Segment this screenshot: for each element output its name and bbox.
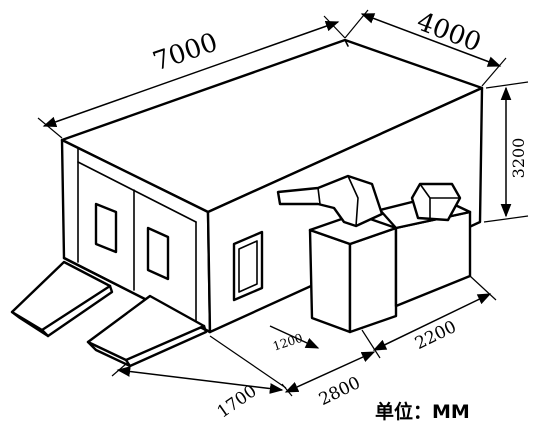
front-window-left	[94, 202, 118, 254]
front-frame-beam	[77, 161, 197, 223]
dimension-length-label: 7000	[149, 27, 221, 77]
dimension-side-a-label: 2200	[412, 317, 460, 354]
heater-box-side	[348, 226, 398, 334]
dimension-duct: 1200	[269, 325, 320, 354]
dimension-front-label: 1700	[214, 381, 261, 422]
roof-edge	[344, 39, 349, 47]
side-door-panel	[238, 240, 258, 293]
ramps	[10, 260, 208, 368]
unit-label: 单位：MM	[375, 400, 470, 423]
dimension-width-label: 4000	[413, 7, 486, 59]
side-door	[232, 230, 264, 302]
heater-box-front	[308, 228, 352, 334]
dimension-height: 3200	[483, 81, 529, 223]
dimension-duct-label: 1200	[271, 331, 304, 354]
dimension-side-b-label: 2800	[316, 373, 364, 410]
front-window-right	[146, 226, 170, 281]
dimension-height-label: 3200	[509, 138, 528, 179]
dimension-side-b: 2800	[281, 351, 376, 410]
